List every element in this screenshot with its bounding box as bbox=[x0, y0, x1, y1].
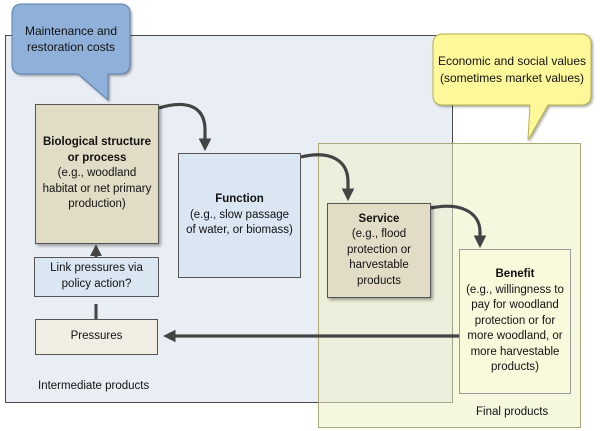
biological-structure-detail: (e.g., woodland habitat or net primary p… bbox=[42, 167, 152, 211]
arrow-service-to-benefit bbox=[430, 204, 487, 249]
service-box: Service (e.g., flood protection or harve… bbox=[327, 203, 431, 298]
service-title: Service bbox=[358, 212, 400, 225]
intermediate-products-label: Intermediate products bbox=[38, 380, 150, 392]
benefit-box: Benefit (e.g., willingness to pay for wo… bbox=[459, 249, 571, 394]
biological-structure-box: Biological structure or process (e.g., w… bbox=[35, 104, 159, 244]
function-detail: (e.g., slow passage of water, or biomass… bbox=[186, 208, 293, 237]
costs-callout-shape bbox=[11, 3, 131, 102]
values-callout: Economic and social values (sometimes ma… bbox=[437, 54, 587, 85]
final-products-label: Final products bbox=[476, 406, 549, 418]
benefit-title: Benefit bbox=[495, 268, 535, 281]
biological-structure-title: Biological structure or process bbox=[43, 136, 151, 164]
values-callout-shape bbox=[432, 33, 592, 141]
arrow-bio-to-function bbox=[158, 102, 212, 152]
pressures-box: Pressures bbox=[35, 319, 158, 355]
costs-callout: Maintenance and restoration costs bbox=[24, 23, 118, 54]
link-pressures-box: Link pressures via policy action? bbox=[34, 257, 159, 297]
service-detail: (e.g., flood protection or harvestable p… bbox=[347, 228, 411, 287]
function-title: Function bbox=[215, 193, 264, 206]
pressures-text: Pressures bbox=[70, 330, 123, 343]
benefit-detail: (e.g., willingness to pay for woodland p… bbox=[466, 283, 564, 374]
link-pressures-text: Link pressures via policy action? bbox=[50, 262, 143, 290]
arrow-function-to-service bbox=[300, 153, 355, 202]
function-box: Function (e.g., slow passage of water, o… bbox=[178, 153, 301, 278]
